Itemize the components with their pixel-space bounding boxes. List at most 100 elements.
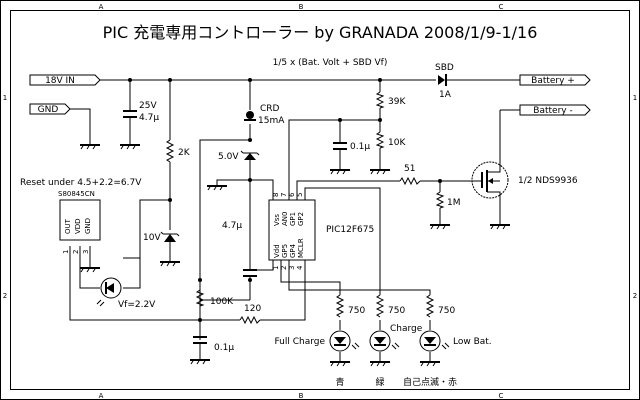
resistor-2k: 2K bbox=[165, 139, 191, 163]
svg-text:1M: 1M bbox=[447, 198, 461, 208]
ground-icon bbox=[490, 224, 510, 230]
svg-text:51: 51 bbox=[404, 164, 415, 174]
ground-symbols bbox=[80, 144, 510, 367]
svg-text:0.1μ: 0.1μ bbox=[214, 343, 234, 353]
svg-text:3: 3 bbox=[288, 266, 296, 270]
col-label-a-bottom: A bbox=[99, 392, 104, 400]
capacitor-input: 25V 4.7μ bbox=[123, 101, 159, 123]
svg-text:GP1: GP1 bbox=[289, 212, 297, 226]
svg-text:6: 6 bbox=[288, 192, 296, 197]
svg-text:100K: 100K bbox=[210, 297, 234, 307]
divider-note: 1/5 x (Bat. Volt + SBD Vf) bbox=[273, 58, 388, 68]
svg-text:CRD: CRD bbox=[260, 104, 280, 114]
svg-text:25V: 25V bbox=[139, 101, 157, 111]
ground-icon bbox=[120, 144, 140, 150]
svg-text:GP2: GP2 bbox=[297, 212, 305, 226]
port-battery-minus: Battery - bbox=[519, 104, 591, 116]
port-battery-plus: Battery + bbox=[519, 74, 591, 86]
svg-text:Vf=2.2V: Vf=2.2V bbox=[118, 300, 156, 310]
ground-icon bbox=[80, 144, 100, 150]
svg-text:2: 2 bbox=[72, 250, 80, 254]
svg-text:15mA: 15mA bbox=[258, 116, 285, 126]
svg-text:Full Charge: Full Charge bbox=[274, 337, 325, 347]
svg-text:120: 120 bbox=[244, 304, 261, 314]
svg-text:1: 1 bbox=[272, 266, 280, 270]
svg-text:PIC12F675: PIC12F675 bbox=[326, 225, 374, 235]
svg-text:0.1μ: 0.1μ bbox=[350, 142, 370, 152]
schottky-diode: SBD 1A bbox=[435, 63, 454, 100]
mosfet: 1/2 NDS9936 bbox=[471, 161, 578, 199]
reset-note: Reset under 4.5+2.2=6.7V bbox=[20, 178, 142, 188]
svg-text:SBD: SBD bbox=[435, 63, 454, 73]
resistor-39k: 39K bbox=[375, 91, 406, 109]
svg-text:Vdd: Vdd bbox=[273, 244, 281, 258]
svg-text:Low Bat.: Low Bat. bbox=[453, 337, 492, 347]
svg-text:OUT: OUT bbox=[64, 218, 72, 234]
resistor-120: 120 bbox=[239, 304, 261, 325]
capacitor-4u7: 4.7μ bbox=[222, 221, 257, 277]
ground-icon bbox=[160, 261, 180, 267]
row-label-2-right: 2 bbox=[633, 292, 637, 300]
svg-text:10K: 10K bbox=[388, 138, 406, 148]
svg-text:Battery +: Battery + bbox=[531, 76, 575, 86]
svg-text:Battery -: Battery - bbox=[533, 106, 572, 116]
ground-icon bbox=[430, 224, 450, 230]
row-label-1-left: 1 bbox=[3, 94, 7, 102]
col-label-c-top: C bbox=[499, 3, 504, 11]
svg-text:4.7μ: 4.7μ bbox=[222, 221, 242, 231]
svg-text:750: 750 bbox=[348, 306, 365, 316]
resistor-100k: 100K bbox=[195, 289, 234, 307]
row-label-2-left: 2 bbox=[3, 292, 7, 300]
junctions bbox=[128, 78, 442, 322]
ground-icon bbox=[80, 267, 100, 273]
zener-5v: 5.0V bbox=[218, 150, 260, 162]
svg-text:750: 750 bbox=[388, 306, 405, 316]
led-charge: 750 Charge 緑 bbox=[369, 294, 423, 388]
schematic-title: PIC 充電専用コントローラー by GRANADA 2008/1/9-1/16 bbox=[103, 23, 538, 42]
svg-text:5: 5 bbox=[296, 193, 304, 197]
svg-text:3: 3 bbox=[82, 250, 90, 254]
svg-text:8: 8 bbox=[272, 193, 280, 197]
zener-10v: 10V bbox=[143, 231, 180, 243]
svg-text:4.7μ: 4.7μ bbox=[139, 113, 159, 123]
led-full-charge: 750 Full Charge 青 bbox=[274, 294, 365, 388]
svg-text:750: 750 bbox=[438, 306, 455, 316]
svg-text:自己点滅・赤: 自己点滅・赤 bbox=[403, 376, 457, 388]
resistor-51: 51 bbox=[399, 164, 421, 186]
led-low-battery: 750 Low Bat. 自己点滅・赤 bbox=[403, 294, 492, 388]
col-label-c-bottom: C bbox=[499, 392, 504, 400]
svg-text:GND: GND bbox=[38, 105, 59, 115]
svg-text:緑: 緑 bbox=[375, 376, 384, 388]
svg-text:Charge: Charge bbox=[390, 324, 423, 334]
svg-text:7: 7 bbox=[280, 193, 288, 197]
svg-text:AN0: AN0 bbox=[281, 212, 289, 226]
ground-icon bbox=[370, 361, 390, 367]
ground-icon bbox=[207, 185, 227, 191]
svg-text:2K: 2K bbox=[178, 148, 191, 158]
wires bbox=[69, 79, 520, 362]
svg-text:2: 2 bbox=[280, 266, 288, 270]
svg-text:39K: 39K bbox=[388, 97, 406, 107]
svg-text:GP4: GP4 bbox=[289, 243, 297, 258]
resistor-1m: 1M bbox=[435, 191, 461, 209]
led-reset: Vf=2.2V bbox=[96, 277, 156, 310]
reset-ic-s80845cn: S80845CN OUT VDD GND 1 2 3 bbox=[58, 190, 101, 254]
col-label-b-bottom: B bbox=[299, 392, 304, 400]
svg-text:1/2 NDS9936: 1/2 NDS9936 bbox=[518, 176, 578, 186]
capacitor-divider: 0.1μ bbox=[333, 142, 370, 152]
ground-icon bbox=[330, 361, 350, 367]
svg-text:青: 青 bbox=[335, 376, 344, 388]
ground-icon bbox=[190, 359, 210, 365]
ground-icon bbox=[370, 169, 390, 175]
svg-text:5.0V: 5.0V bbox=[218, 152, 239, 162]
port-gnd: GND bbox=[29, 103, 71, 115]
row-label-1-right: 1 bbox=[633, 94, 637, 102]
svg-text:1: 1 bbox=[62, 250, 70, 254]
capacitor-0u1-bottom: 0.1μ bbox=[193, 336, 234, 353]
col-label-b-top: B bbox=[299, 3, 304, 11]
svg-text:S80845CN: S80845CN bbox=[58, 190, 95, 198]
ground-icon bbox=[420, 361, 440, 367]
crd-diode: CRD 15mA bbox=[244, 104, 285, 126]
resistor-10k: 10K bbox=[375, 131, 406, 149]
svg-text:1A: 1A bbox=[439, 90, 452, 100]
